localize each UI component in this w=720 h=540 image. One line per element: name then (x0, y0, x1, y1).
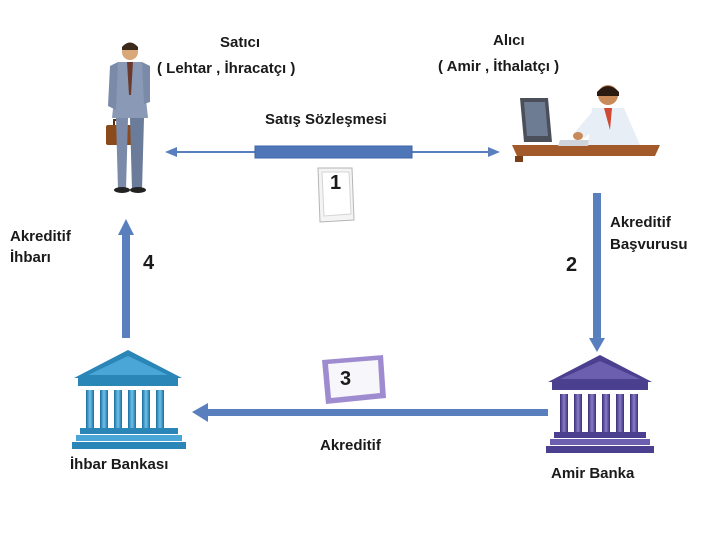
step-number: 3 (340, 368, 352, 390)
bank-building-icon (72, 350, 186, 449)
application-label-line2: Başvurusu (610, 236, 688, 253)
notice-label-line1: Akreditif (10, 228, 71, 245)
seller-title: Satıcı (220, 34, 261, 51)
buyer-title: Alıcı (493, 32, 525, 49)
person-at-computer-icon (512, 85, 660, 162)
credit-label: Akreditif (320, 437, 381, 454)
issuing-bank-label: Amir Banka (551, 465, 635, 482)
credit-arrow (192, 403, 548, 422)
step-number: 1 (330, 172, 342, 194)
step-number: 4 (143, 252, 155, 274)
application-label-line1: Akreditif (610, 214, 671, 231)
businessman-with-briefcase-icon (106, 42, 150, 193)
contract-label: Satış Sözleşmesi (265, 111, 387, 128)
application-arrow (589, 193, 605, 352)
contract-arrow (165, 145, 500, 159)
advising-bank-label: İhbar Bankası (70, 456, 169, 473)
step-number: 2 (566, 254, 578, 276)
document-icon (317, 167, 355, 223)
seller-subtitle: ( Lehtar , İhracatçı ) (157, 60, 296, 77)
document-icon (322, 355, 386, 404)
notice-arrow (118, 219, 134, 338)
bank-building-icon (546, 355, 654, 453)
buyer-subtitle: ( Amir , İthalatçı ) (438, 58, 560, 75)
notice-label-line2: İhbarı (10, 249, 51, 266)
